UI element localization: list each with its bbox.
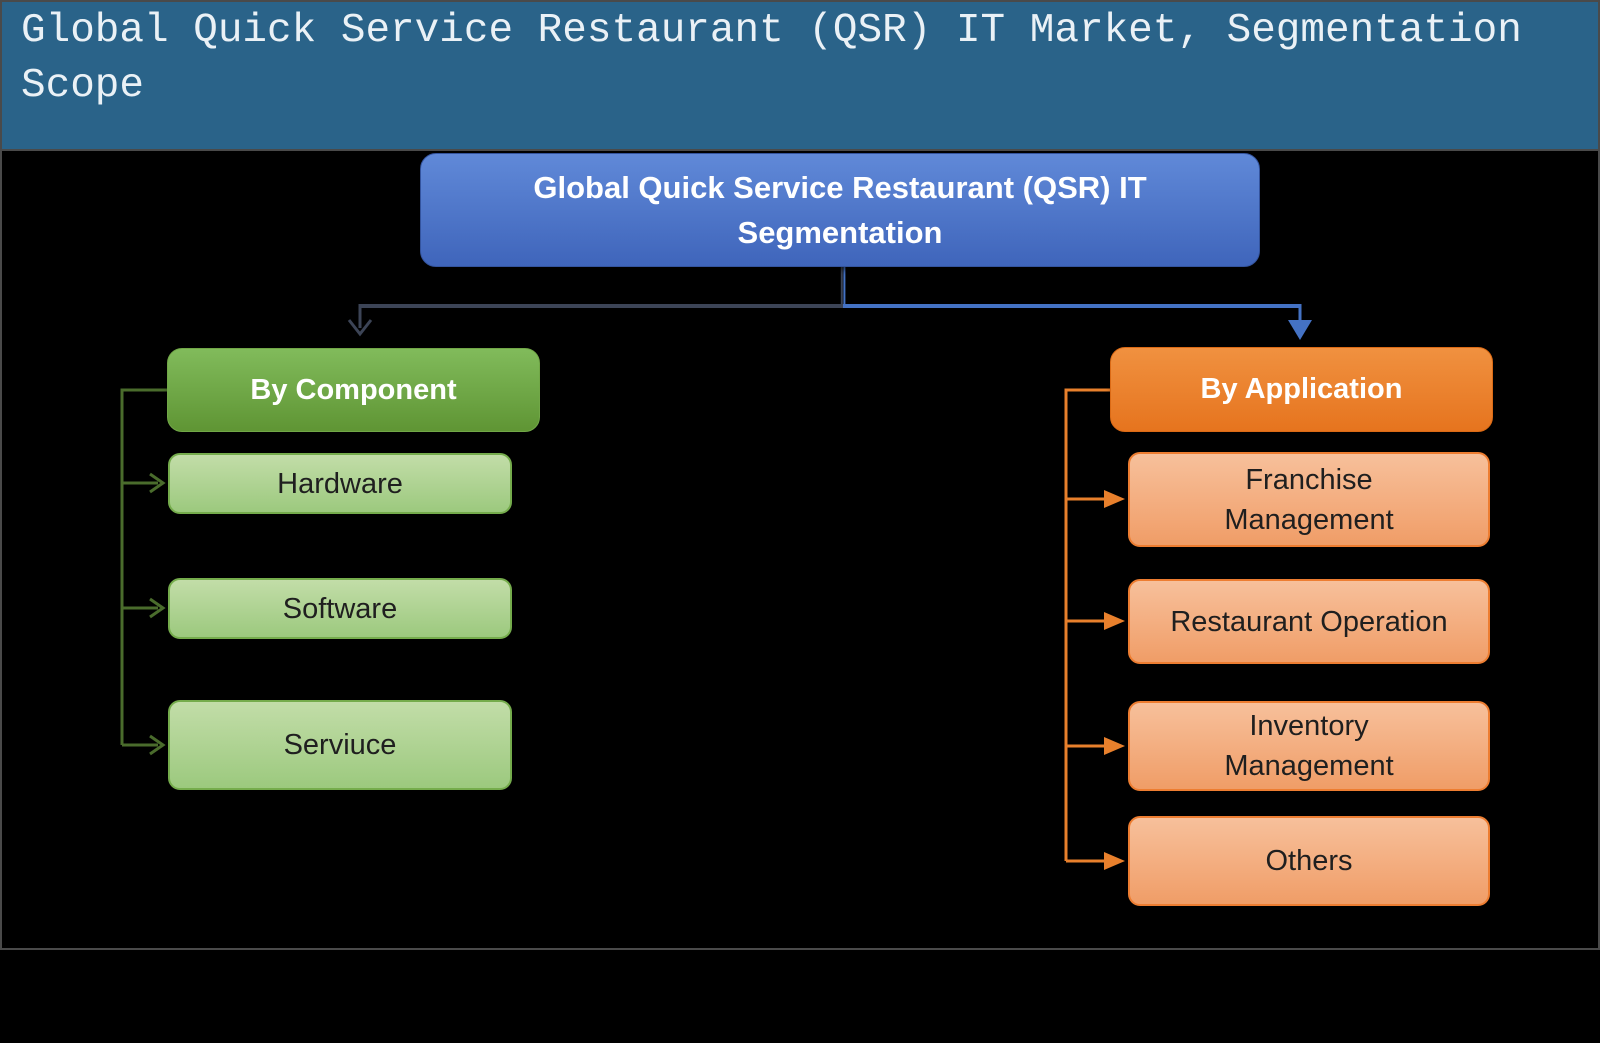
triangle-arrow-others [1104, 852, 1125, 870]
triangle-arrow-restaurant [1104, 612, 1125, 630]
slide-title-line-1: Global Quick Service Restaurant (QSR) IT… [21, 8, 1522, 54]
chevron-arrow-serviuce [149, 734, 166, 756]
branch-header-by-component: By Component [167, 348, 540, 432]
node-restaurant-operation: Restaurant Operation [1128, 579, 1490, 664]
triangle-arrow-inventory [1104, 737, 1125, 755]
root-node: Global Quick Service Restaurant (QSR) IT… [420, 153, 1260, 267]
node-hardware: Hardware [168, 453, 512, 514]
arrow-to-by-application [1288, 304, 1312, 340]
root-stub-connector [840, 266, 846, 306]
chevron-arrow-software [149, 597, 166, 619]
node-franchise-management: Franchise Management [1128, 452, 1490, 547]
chevron-arrow-hardware [149, 472, 166, 494]
node-software: Software [168, 578, 512, 639]
triangle-arrow-franchise [1104, 490, 1125, 508]
node-serviuce: Serviuce [168, 700, 512, 790]
node-inventory-management: Inventory Management [1128, 701, 1490, 791]
component-branch-connector [120, 388, 167, 756]
node-others: Others [1128, 816, 1490, 906]
slide-title-bar: Global Quick Service Restaurant (QSR) IT… [0, 0, 1600, 149]
arrow-to-by-component [347, 304, 373, 337]
slide-title-line-2: Scope [21, 63, 145, 109]
branch-header-by-application: By Application [1110, 347, 1493, 432]
application-branch-connector [1064, 388, 1125, 870]
header-separator [0, 149, 1600, 151]
